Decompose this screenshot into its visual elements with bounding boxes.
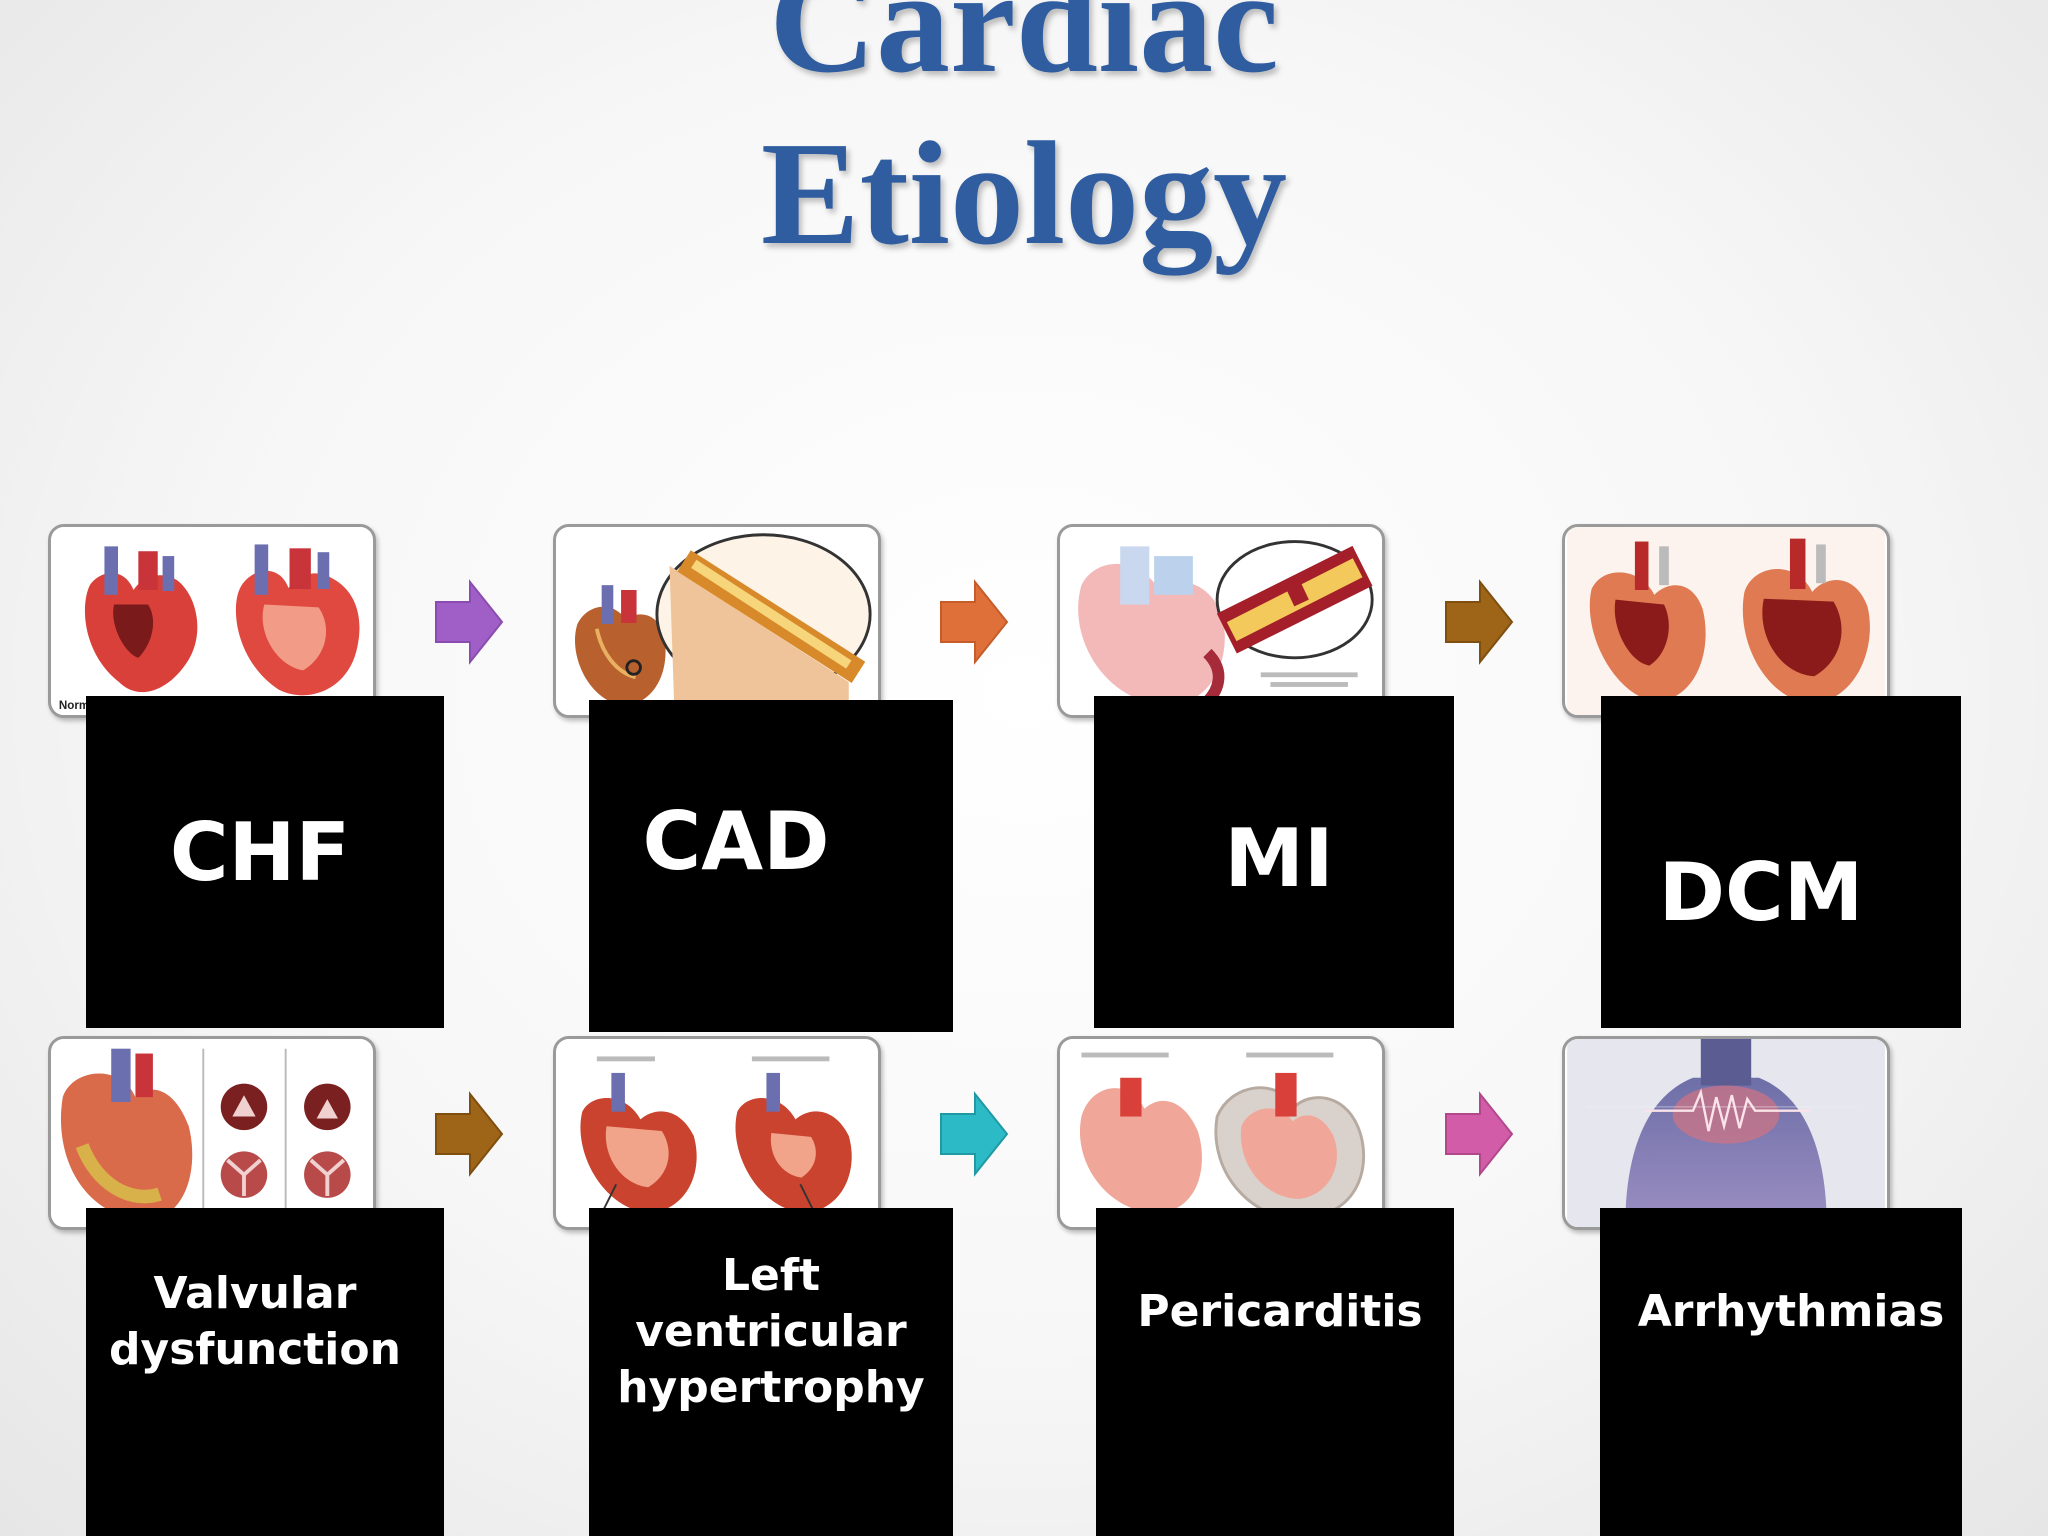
- slide-title-line1: Cardiac: [769, 0, 1279, 104]
- label-pericarditis: Pericarditis: [1137, 1285, 1423, 1337]
- label-box-cad: CAD: [589, 700, 953, 1032]
- chf-thumbnail: Normal heart: [48, 524, 376, 718]
- label-mi: MI: [1224, 811, 1334, 905]
- label-box-lvh: Left ventricular hypertrophy: [589, 1208, 953, 1536]
- blocked-artery-icon: [1062, 527, 1380, 715]
- label-arrhythmias: Arrhythmias: [1637, 1285, 1945, 1337]
- slide-title-line2: Etiology: [760, 112, 1288, 276]
- label-left-ventricular-hypertrophy: Left ventricular hypertrophy: [617, 1249, 925, 1414]
- label-box-mi: MI: [1094, 696, 1454, 1028]
- dilated-heart-icon: [1567, 527, 1885, 715]
- pericarditis-thumbnail: [1057, 1036, 1385, 1230]
- label-chf: CHF: [169, 805, 351, 899]
- arrow-right-icon: [1444, 578, 1514, 666]
- arrhythmia-thumbnail: [1562, 1036, 1890, 1230]
- label-cad: CAD: [642, 794, 830, 888]
- arrow-right-icon: [939, 1090, 1009, 1178]
- heart-valve-icon: [53, 1039, 371, 1227]
- label-box-dcm: DCM: [1601, 696, 1961, 1028]
- heart-comparison-icon: Normal heart: [53, 527, 371, 715]
- label-box-valvular: Valvular dysfunction: [86, 1208, 444, 1536]
- label-box-pericarditis: Pericarditis: [1096, 1208, 1454, 1536]
- label-dcm: DCM: [1658, 845, 1864, 939]
- ventricle-hypertrophy-icon: [558, 1039, 876, 1227]
- label-valvular-dysfunction: Valvular dysfunction: [109, 1267, 401, 1375]
- valve-thumbnail: [48, 1036, 376, 1230]
- mi-thumbnail: [1057, 524, 1385, 718]
- arrow-right-icon: [1444, 1090, 1514, 1178]
- cad-thumbnail: [553, 524, 881, 718]
- lvh-thumbnail: [553, 1036, 881, 1230]
- dcm-thumbnail: [1562, 524, 1890, 718]
- label-box-chf: CHF: [86, 696, 444, 1028]
- pericardial-effusion-icon: [1062, 1039, 1380, 1227]
- arrow-right-icon: [939, 578, 1009, 666]
- arrow-right-icon: [434, 578, 504, 666]
- arrow-right-icon: [434, 1090, 504, 1178]
- artery-plaque-icon: [558, 527, 876, 715]
- chest-ecg-icon: [1567, 1039, 1885, 1227]
- label-box-arrhythmias: Arrhythmias: [1600, 1208, 1962, 1536]
